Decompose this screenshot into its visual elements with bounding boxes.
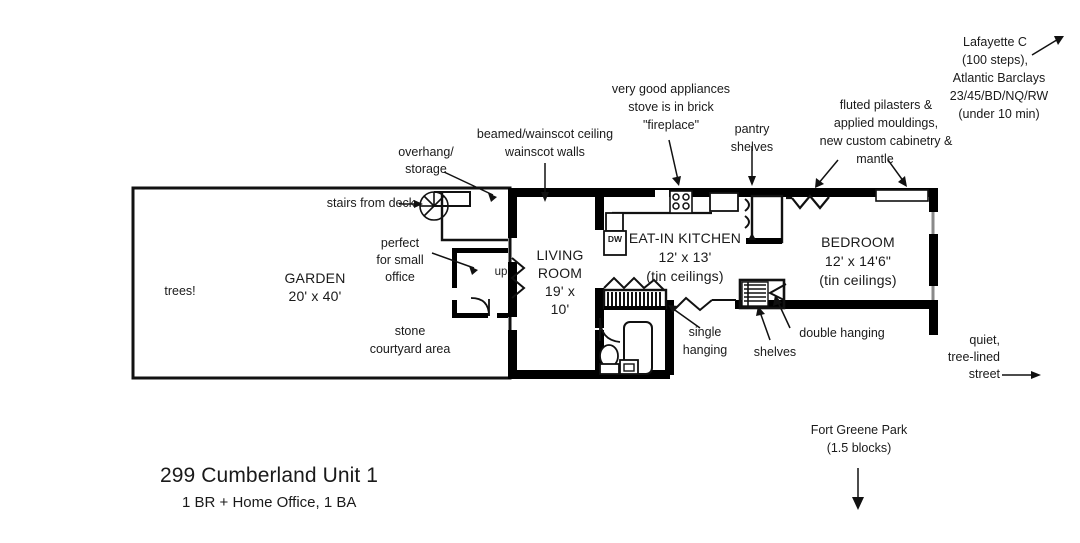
corridor-zigzag xyxy=(673,296,736,312)
label-appliances-line3: "fireplace" xyxy=(642,118,700,132)
page-subtitle: 1 BR + Home Office, 1 BA xyxy=(182,494,357,511)
room-garden-dims: 20' x 40' xyxy=(288,288,342,304)
label-transit-line5: (under 10 min) xyxy=(958,107,1040,121)
label-single-hanging-line2: hanging xyxy=(682,343,728,357)
label-office-line3: office xyxy=(385,270,415,284)
label-pilasters-line1: fluted pilasters & xyxy=(839,98,933,112)
room-kitchen-dims: 12' x 13' xyxy=(658,249,712,265)
room-kitchen-name: EAT-IN KITCHEN xyxy=(628,230,742,246)
office-walls xyxy=(440,192,508,318)
single-hanging-closet xyxy=(602,276,668,310)
room-living-name: LIVING xyxy=(536,247,584,263)
room-garden-name: GARDEN xyxy=(284,270,346,286)
label-pantry-line1: pantry xyxy=(734,122,770,136)
label-street-line3: street xyxy=(968,367,1000,381)
room-bedroom-dims: 12' x 14'6" xyxy=(824,253,892,269)
label-double-hanging: double hanging xyxy=(799,326,885,340)
label-office-line1: perfect xyxy=(380,236,420,250)
label-appliances-line2: stove is in brick xyxy=(628,100,714,114)
room-living-name2: ROOM xyxy=(537,265,583,281)
label-pantry-line2: shelves xyxy=(730,140,774,154)
label-transit-line2: (100 steps), xyxy=(961,53,1028,67)
label-transit-line1: Lafayette C xyxy=(963,35,1027,49)
label-park-line2: (1.5 blocks) xyxy=(826,441,892,455)
page-title: 299 Cumberland Unit 1 xyxy=(160,464,379,487)
room-living-dims: 19' x xyxy=(544,283,576,299)
office-door-swing xyxy=(470,297,490,317)
bedroom-mantle-zigzag xyxy=(786,194,830,210)
leader-arrows xyxy=(399,36,1064,510)
room-bedroom-name: BEDROOM xyxy=(821,234,895,250)
up-stair-zigzag xyxy=(510,257,526,299)
label-single-hanging-line1: single xyxy=(688,325,722,339)
label-park-line1: Fort Greene Park xyxy=(810,423,908,437)
label-beamed-ceiling-line1: beamed/wainscot ceiling xyxy=(476,127,614,141)
label-street-line1: quiet, xyxy=(969,333,1000,347)
pantry-closet xyxy=(744,194,784,244)
label-shelves: shelves xyxy=(753,345,797,359)
deck-stair-run xyxy=(434,191,471,207)
label-overhang-line1: overhang/ xyxy=(398,145,454,159)
label-transit-line3: Atlantic Barclays xyxy=(952,71,1046,85)
label-pilasters-line4: mantle xyxy=(856,152,894,166)
room-bedroom-note: (tin ceilings) xyxy=(819,272,897,288)
label-office-line2: for small xyxy=(376,253,424,267)
room-kitchen-note: (tin ceilings) xyxy=(646,268,724,284)
bathroom-fixtures xyxy=(599,317,653,375)
label-pilasters-line2: applied mouldings, xyxy=(833,116,939,130)
label-pilasters-line3: new custom cabinetry & xyxy=(819,134,953,148)
bedroom-closet xyxy=(738,278,787,310)
label-stone-courtyard-line2: courtyard area xyxy=(369,342,451,356)
room-living-dims2: 10' xyxy=(550,301,570,317)
label-transit-line4: 23/45/BD/NQ/RW xyxy=(949,89,1049,103)
label-up-stairs: up xyxy=(494,266,508,278)
label-stairs-from-deck: stairs from deck xyxy=(326,196,415,210)
bedroom-window-top xyxy=(875,189,929,202)
label-overhang-line2: storage xyxy=(405,162,447,176)
label-beamed-ceiling-line2: wainscot walls xyxy=(505,145,585,159)
kitchen-fixtures xyxy=(603,190,739,256)
label-appliances-line1: very good appliances xyxy=(611,82,731,96)
label-trees: trees! xyxy=(164,284,196,298)
label-street-line2: tree-lined xyxy=(947,350,1000,364)
label-dishwasher: DW xyxy=(607,234,623,244)
label-stone-courtyard-line1: stone xyxy=(394,324,426,338)
